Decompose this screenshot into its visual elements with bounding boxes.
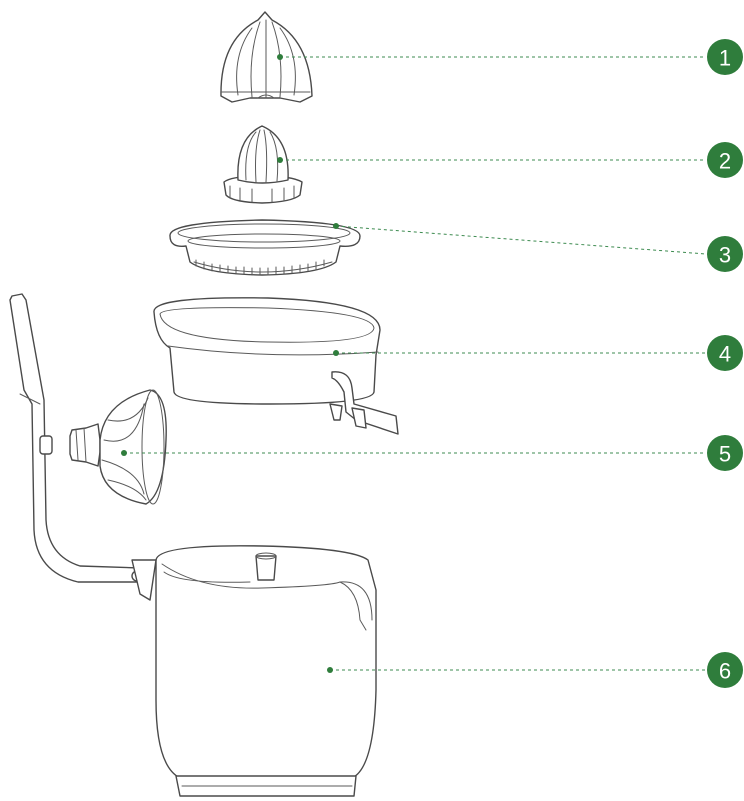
- anchor-dot-5: [121, 450, 127, 456]
- callout-badge-3: 3: [707, 236, 743, 272]
- anchor-dot-1: [277, 54, 283, 60]
- leader-line-3: [335, 225, 707, 255]
- anchor-dot-4: [333, 350, 339, 356]
- part-press-dome: [69, 389, 167, 505]
- callout-number-6: 6: [719, 659, 731, 684]
- callout-number-5: 5: [719, 442, 731, 467]
- anchor-dot-6: [327, 667, 333, 673]
- callout-badge-4: 4: [707, 335, 743, 371]
- anchor-dot-2: [277, 157, 283, 163]
- callout-number-3: 3: [719, 243, 731, 268]
- leader-lines: [124, 56, 707, 671]
- callout-badge-5: 5: [707, 435, 743, 471]
- part-juice-collector: [153, 297, 399, 435]
- callout-number-1: 1: [719, 46, 731, 71]
- callout-number-2: 2: [719, 149, 731, 174]
- callout-badge-6: 6: [707, 652, 743, 688]
- anchor-dots: [121, 54, 339, 673]
- callout-badge-1: 1: [707, 39, 743, 75]
- part-base: [9, 293, 377, 797]
- callout-number-4: 4: [719, 342, 731, 367]
- part-large-reamer: [220, 11, 313, 103]
- callout-badge-2: 2: [707, 142, 743, 178]
- anchor-dot-3: [333, 223, 339, 229]
- part-strainer: [169, 219, 361, 276]
- part-small-reamer: [223, 125, 303, 204]
